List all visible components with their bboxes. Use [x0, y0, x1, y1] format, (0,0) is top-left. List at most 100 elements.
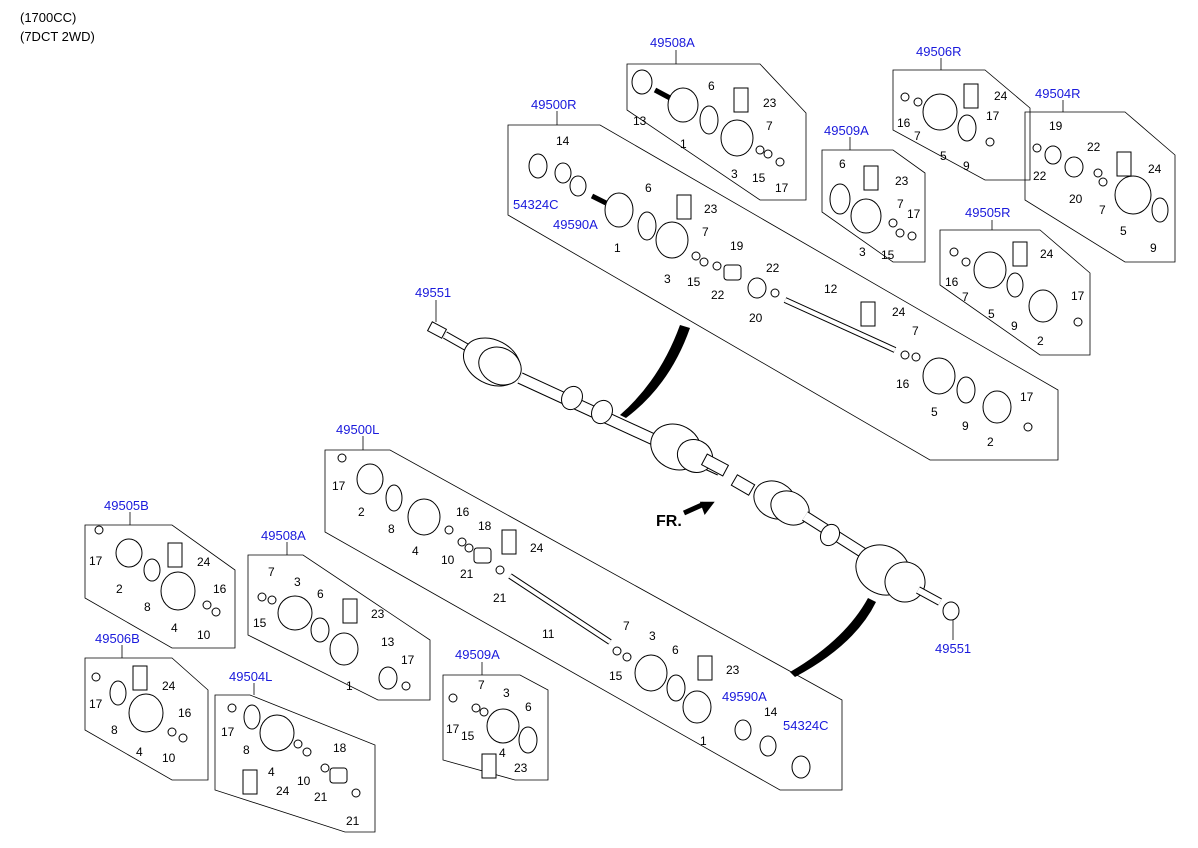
part-num: 1: [614, 241, 621, 255]
part-num: 24: [530, 541, 544, 555]
part-num: 9: [963, 159, 970, 173]
ref-54324C-top[interactable]: 54324C: [513, 197, 559, 212]
part-num: 7: [962, 290, 969, 304]
part-num: 10: [162, 751, 176, 765]
part-num: 15: [752, 171, 766, 185]
part-num: 5: [931, 405, 938, 419]
part-num: 15: [461, 729, 475, 743]
part-num: 16: [897, 116, 911, 130]
part-num: 7: [766, 119, 773, 133]
part-num: 24: [994, 89, 1008, 103]
part-num: 17: [1071, 289, 1085, 303]
ref-49551-left[interactable]: 49551: [415, 285, 451, 300]
ref-49500L[interactable]: 49500L: [336, 422, 379, 437]
part-num: 24: [162, 679, 176, 693]
part-num: 2: [116, 582, 123, 596]
part-num: 3: [859, 245, 866, 259]
front-arrow-shaft: [682, 501, 706, 516]
part-num: 15: [881, 248, 895, 262]
ref-49551-right[interactable]: 49551: [935, 641, 971, 656]
joint-parts: [115, 87, 1084, 784]
part-num: 1: [346, 679, 353, 693]
part-num: 5: [988, 307, 995, 321]
part-num: 10: [441, 553, 455, 567]
part-num: 7: [897, 197, 904, 211]
group-box-49509A-top: [821, 149, 926, 263]
ref-49505B[interactable]: 49505B: [104, 498, 149, 513]
part-num: 19: [730, 239, 744, 253]
group-box-49504L: [214, 694, 376, 833]
ref-49509A-top[interactable]: 49509A: [824, 123, 869, 138]
group-box-49505B: [84, 524, 236, 649]
part-num: 7: [268, 565, 275, 579]
part-num: 14: [764, 705, 778, 719]
part-num: 13: [381, 635, 395, 649]
part-num: 23: [895, 174, 909, 188]
group-box-49505R: [939, 229, 1091, 356]
part-num: 16: [178, 706, 192, 720]
part-num: 19: [1049, 119, 1063, 133]
ref-49508A-top[interactable]: 49508A: [650, 35, 695, 50]
part-num: 18: [478, 519, 492, 533]
group-box-49506B: [84, 657, 209, 781]
part-num: 22: [711, 288, 725, 302]
group-box-49509A-bot: [442, 674, 549, 781]
part-num: 7: [623, 619, 630, 633]
group-box-49508A-top: [626, 63, 807, 201]
engine-spec-label: (1700CC): [20, 10, 77, 25]
part-num: 17: [401, 653, 415, 667]
part-num: 10: [297, 774, 311, 788]
part-num: 16: [456, 505, 470, 519]
group-box-49506R: [892, 69, 1031, 181]
part-num: 5: [940, 149, 947, 163]
part-num: 16: [896, 377, 910, 391]
part-num: 17: [332, 479, 346, 493]
part-num: 22: [1033, 169, 1047, 183]
drive-shaft-left-assembly: [730, 474, 960, 621]
ref-49508A-bottom[interactable]: 49508A: [261, 528, 306, 543]
group-box-49504R: [1024, 111, 1176, 263]
group-box-49508A-bot: [247, 554, 431, 701]
part-num: 18: [333, 741, 347, 755]
part-num: 2: [987, 435, 994, 449]
ref-54324C-bottom[interactable]: 54324C: [783, 718, 829, 733]
part-num: 23: [514, 761, 528, 775]
part-num: 2: [1037, 334, 1044, 348]
ref-49504R[interactable]: 49504R: [1035, 86, 1081, 101]
part-num: 21: [460, 567, 474, 581]
part-num: 24: [197, 555, 211, 569]
part-num: 9: [1011, 319, 1018, 333]
group-box-49500L: [324, 449, 843, 791]
part-num: 7: [912, 324, 919, 338]
part-num: 21: [346, 814, 360, 828]
part-num: 3: [731, 167, 738, 181]
group-box-49500R: [507, 124, 1059, 461]
part-num: 12: [824, 282, 838, 296]
part-num: 1: [680, 137, 687, 151]
part-num: 15: [253, 616, 267, 630]
ref-49505R[interactable]: 49505R: [965, 205, 1011, 220]
ref-49590A-bottom[interactable]: 49590A: [722, 689, 767, 704]
ref-49506B[interactable]: 49506B: [95, 631, 140, 646]
part-num: 7: [914, 129, 921, 143]
boot-parts: [128, 93, 1152, 752]
part-num: 17: [775, 181, 789, 195]
part-num: 14: [556, 134, 570, 148]
part-num: 23: [726, 663, 740, 677]
part-num: 17: [1020, 390, 1034, 404]
part-num: 23: [763, 96, 777, 110]
front-direction-label: FR.: [656, 513, 682, 530]
part-num: 20: [1069, 192, 1083, 206]
part-num: 3: [503, 686, 510, 700]
part-num: 6: [525, 700, 532, 714]
ref-49504L[interactable]: 49504L: [229, 669, 272, 684]
ref-49500R[interactable]: 49500R: [531, 97, 577, 112]
part-num: 24: [1040, 247, 1054, 261]
ref-49509A-bottom[interactable]: 49509A: [455, 647, 500, 662]
part-num: 23: [704, 202, 718, 216]
part-num: 16: [213, 582, 227, 596]
callout-arc-right: [620, 325, 690, 418]
ref-49590A-top[interactable]: 49590A: [553, 217, 598, 232]
ref-49506R[interactable]: 49506R: [916, 44, 962, 59]
